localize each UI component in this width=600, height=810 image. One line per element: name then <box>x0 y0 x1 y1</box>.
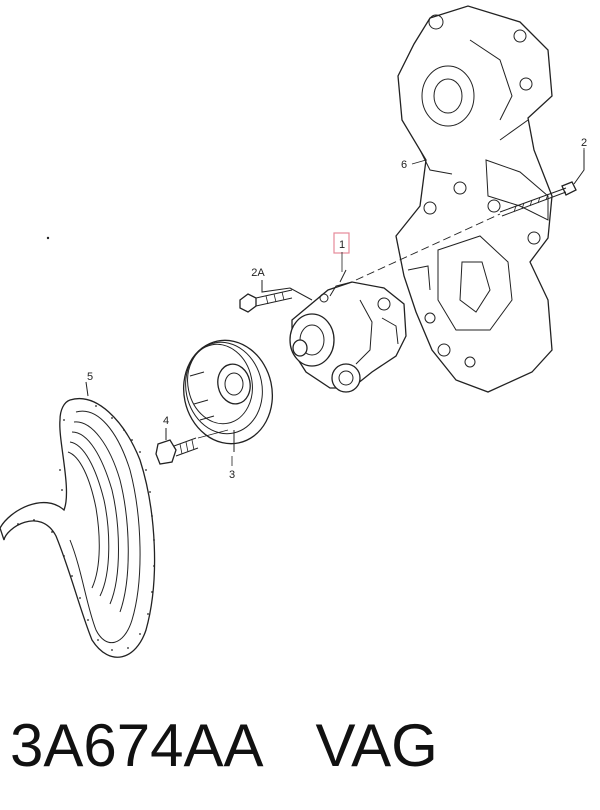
power-steering-pump <box>289 269 407 393</box>
pulley-bolt <box>155 428 229 465</box>
stray-dot <box>46 236 50 240</box>
bolt-pump <box>239 280 313 313</box>
part-caption: 3A674AA VAG <box>10 706 590 786</box>
part-number-text: 3A674AA <box>10 712 264 779</box>
callout-label-5: 5 <box>87 371 93 383</box>
leader-line-6 <box>411 159 427 165</box>
exploded-parts-diagram: 1 2 2A 3 4 5 6 <box>0 5 587 658</box>
callout-1-highlight-box <box>333 232 350 254</box>
poly-v-belt <box>0 381 156 658</box>
pulley <box>182 339 274 452</box>
callout-label-3: 3 <box>229 469 235 481</box>
mounting-bracket <box>395 5 553 393</box>
callout-label-2: 2 <box>581 137 587 149</box>
callout-label-6: 6 <box>401 159 407 171</box>
callout-label-2a: 2A <box>251 267 265 279</box>
callout-label-1: 1 <box>339 239 345 251</box>
alignment-dashed-line <box>355 213 501 281</box>
brand-text: VAG <box>315 712 438 779</box>
callout-label-4: 4 <box>163 415 169 427</box>
